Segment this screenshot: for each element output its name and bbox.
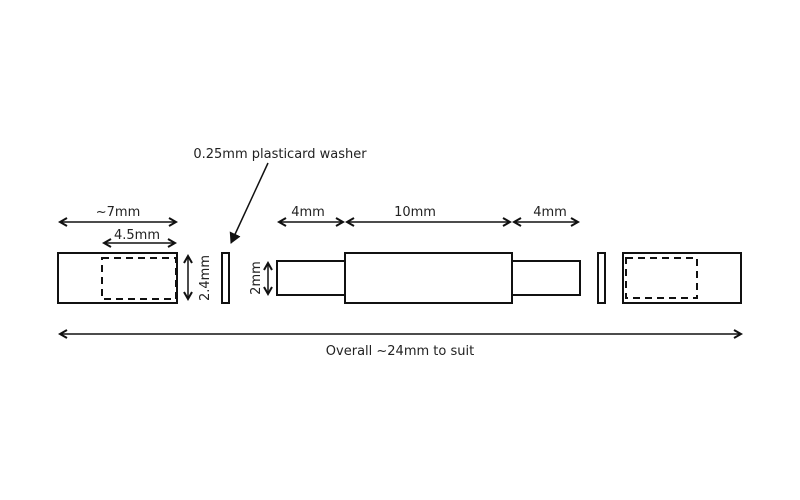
overall-label: Overall ~24mm to suit xyxy=(326,344,474,359)
right-sleeve xyxy=(622,252,742,304)
washer-leader-arrow xyxy=(229,162,269,244)
right-pin-label: 4mm xyxy=(533,205,567,220)
left-sleeve-bore xyxy=(101,257,177,300)
center-label: 10mm xyxy=(394,205,436,220)
right-washer xyxy=(597,252,606,304)
left-pin xyxy=(276,260,346,296)
pin-diameter-label: 2mm xyxy=(249,261,264,295)
right-pin xyxy=(511,260,581,296)
washer-label: 0.25mm plasticard washer xyxy=(193,147,367,162)
left-pin-label: 4mm xyxy=(291,205,325,220)
left-washer xyxy=(221,252,230,304)
sleeve-diameter-label: 2.4mm xyxy=(198,255,213,301)
left-sleeve xyxy=(57,252,178,304)
sleeve-length-label: ~7mm xyxy=(96,205,141,220)
sleeve-bore-label: 4.5mm xyxy=(114,228,160,243)
right-sleeve-bore xyxy=(625,257,698,299)
center-body xyxy=(344,252,513,304)
